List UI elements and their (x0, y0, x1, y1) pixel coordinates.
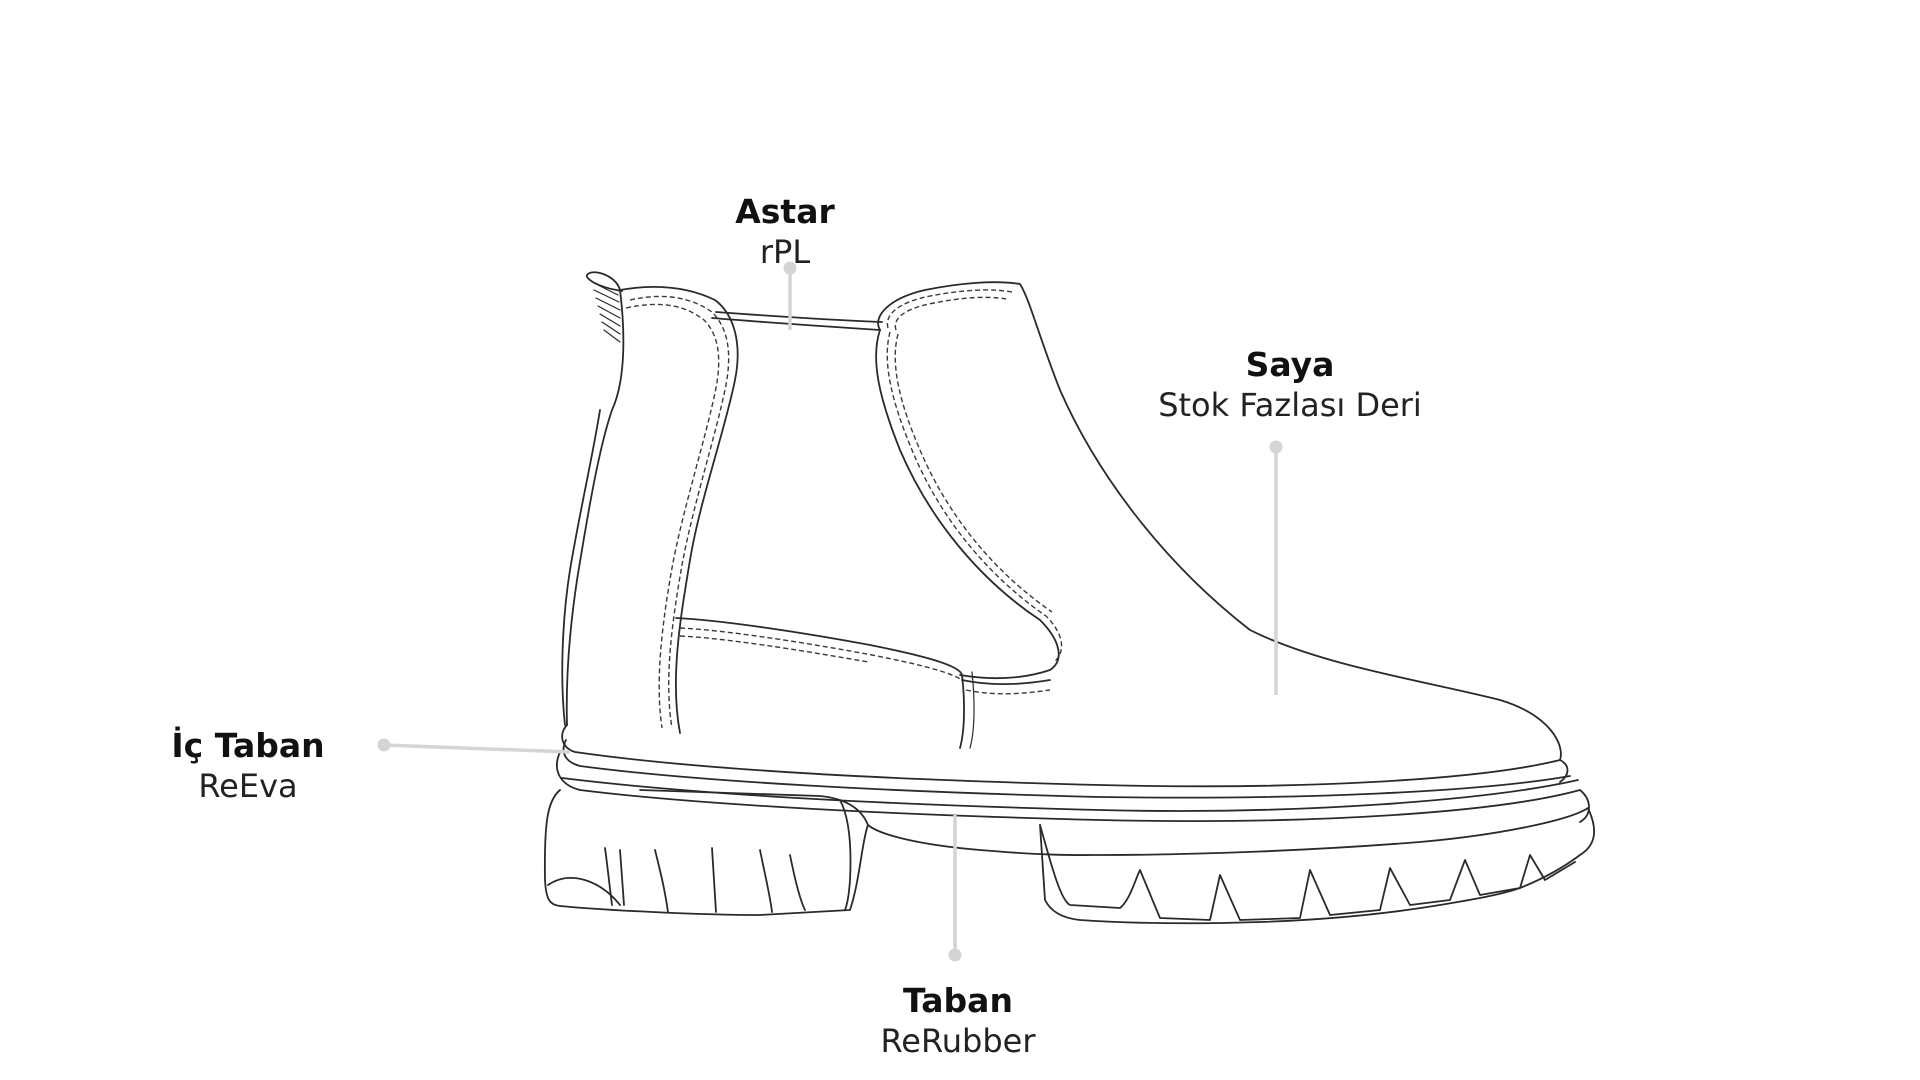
outsole-callout: Taban ReRubber (880, 981, 1035, 1061)
lining-callout: Astar rPL (735, 192, 835, 272)
outsole-material: ReRubber (880, 1022, 1036, 1060)
upper-callout: Saya Stok Fazlası Deri (1158, 345, 1422, 425)
insole-label: İç Taban (171, 726, 325, 765)
insole-leader-dot (377, 738, 391, 752)
upper-label: Saya (1245, 345, 1335, 384)
lining-leader-dot (783, 261, 797, 275)
upper-leader-dot (1269, 440, 1283, 454)
front-shaft (877, 281, 1562, 761)
midsole (561, 724, 1569, 788)
lining-edge (711, 317, 881, 331)
insole-material: ReEva (198, 767, 298, 805)
pull-tab (565, 271, 625, 726)
leader-lines (377, 261, 1283, 962)
insole-leader (383, 743, 571, 754)
boot-illustration (543, 271, 1595, 925)
lining-material: rPL (759, 233, 811, 271)
insole-callout: İç Taban ReEva (171, 726, 324, 806)
lining-label: Astar (735, 192, 835, 231)
outsole-label: Taban (903, 981, 1013, 1020)
outsole-leader-dot (948, 948, 962, 962)
heel-counter (619, 285, 739, 734)
upper-material: Stok Fazlası Deri (1158, 386, 1422, 424)
elastic-gore (875, 329, 1060, 680)
